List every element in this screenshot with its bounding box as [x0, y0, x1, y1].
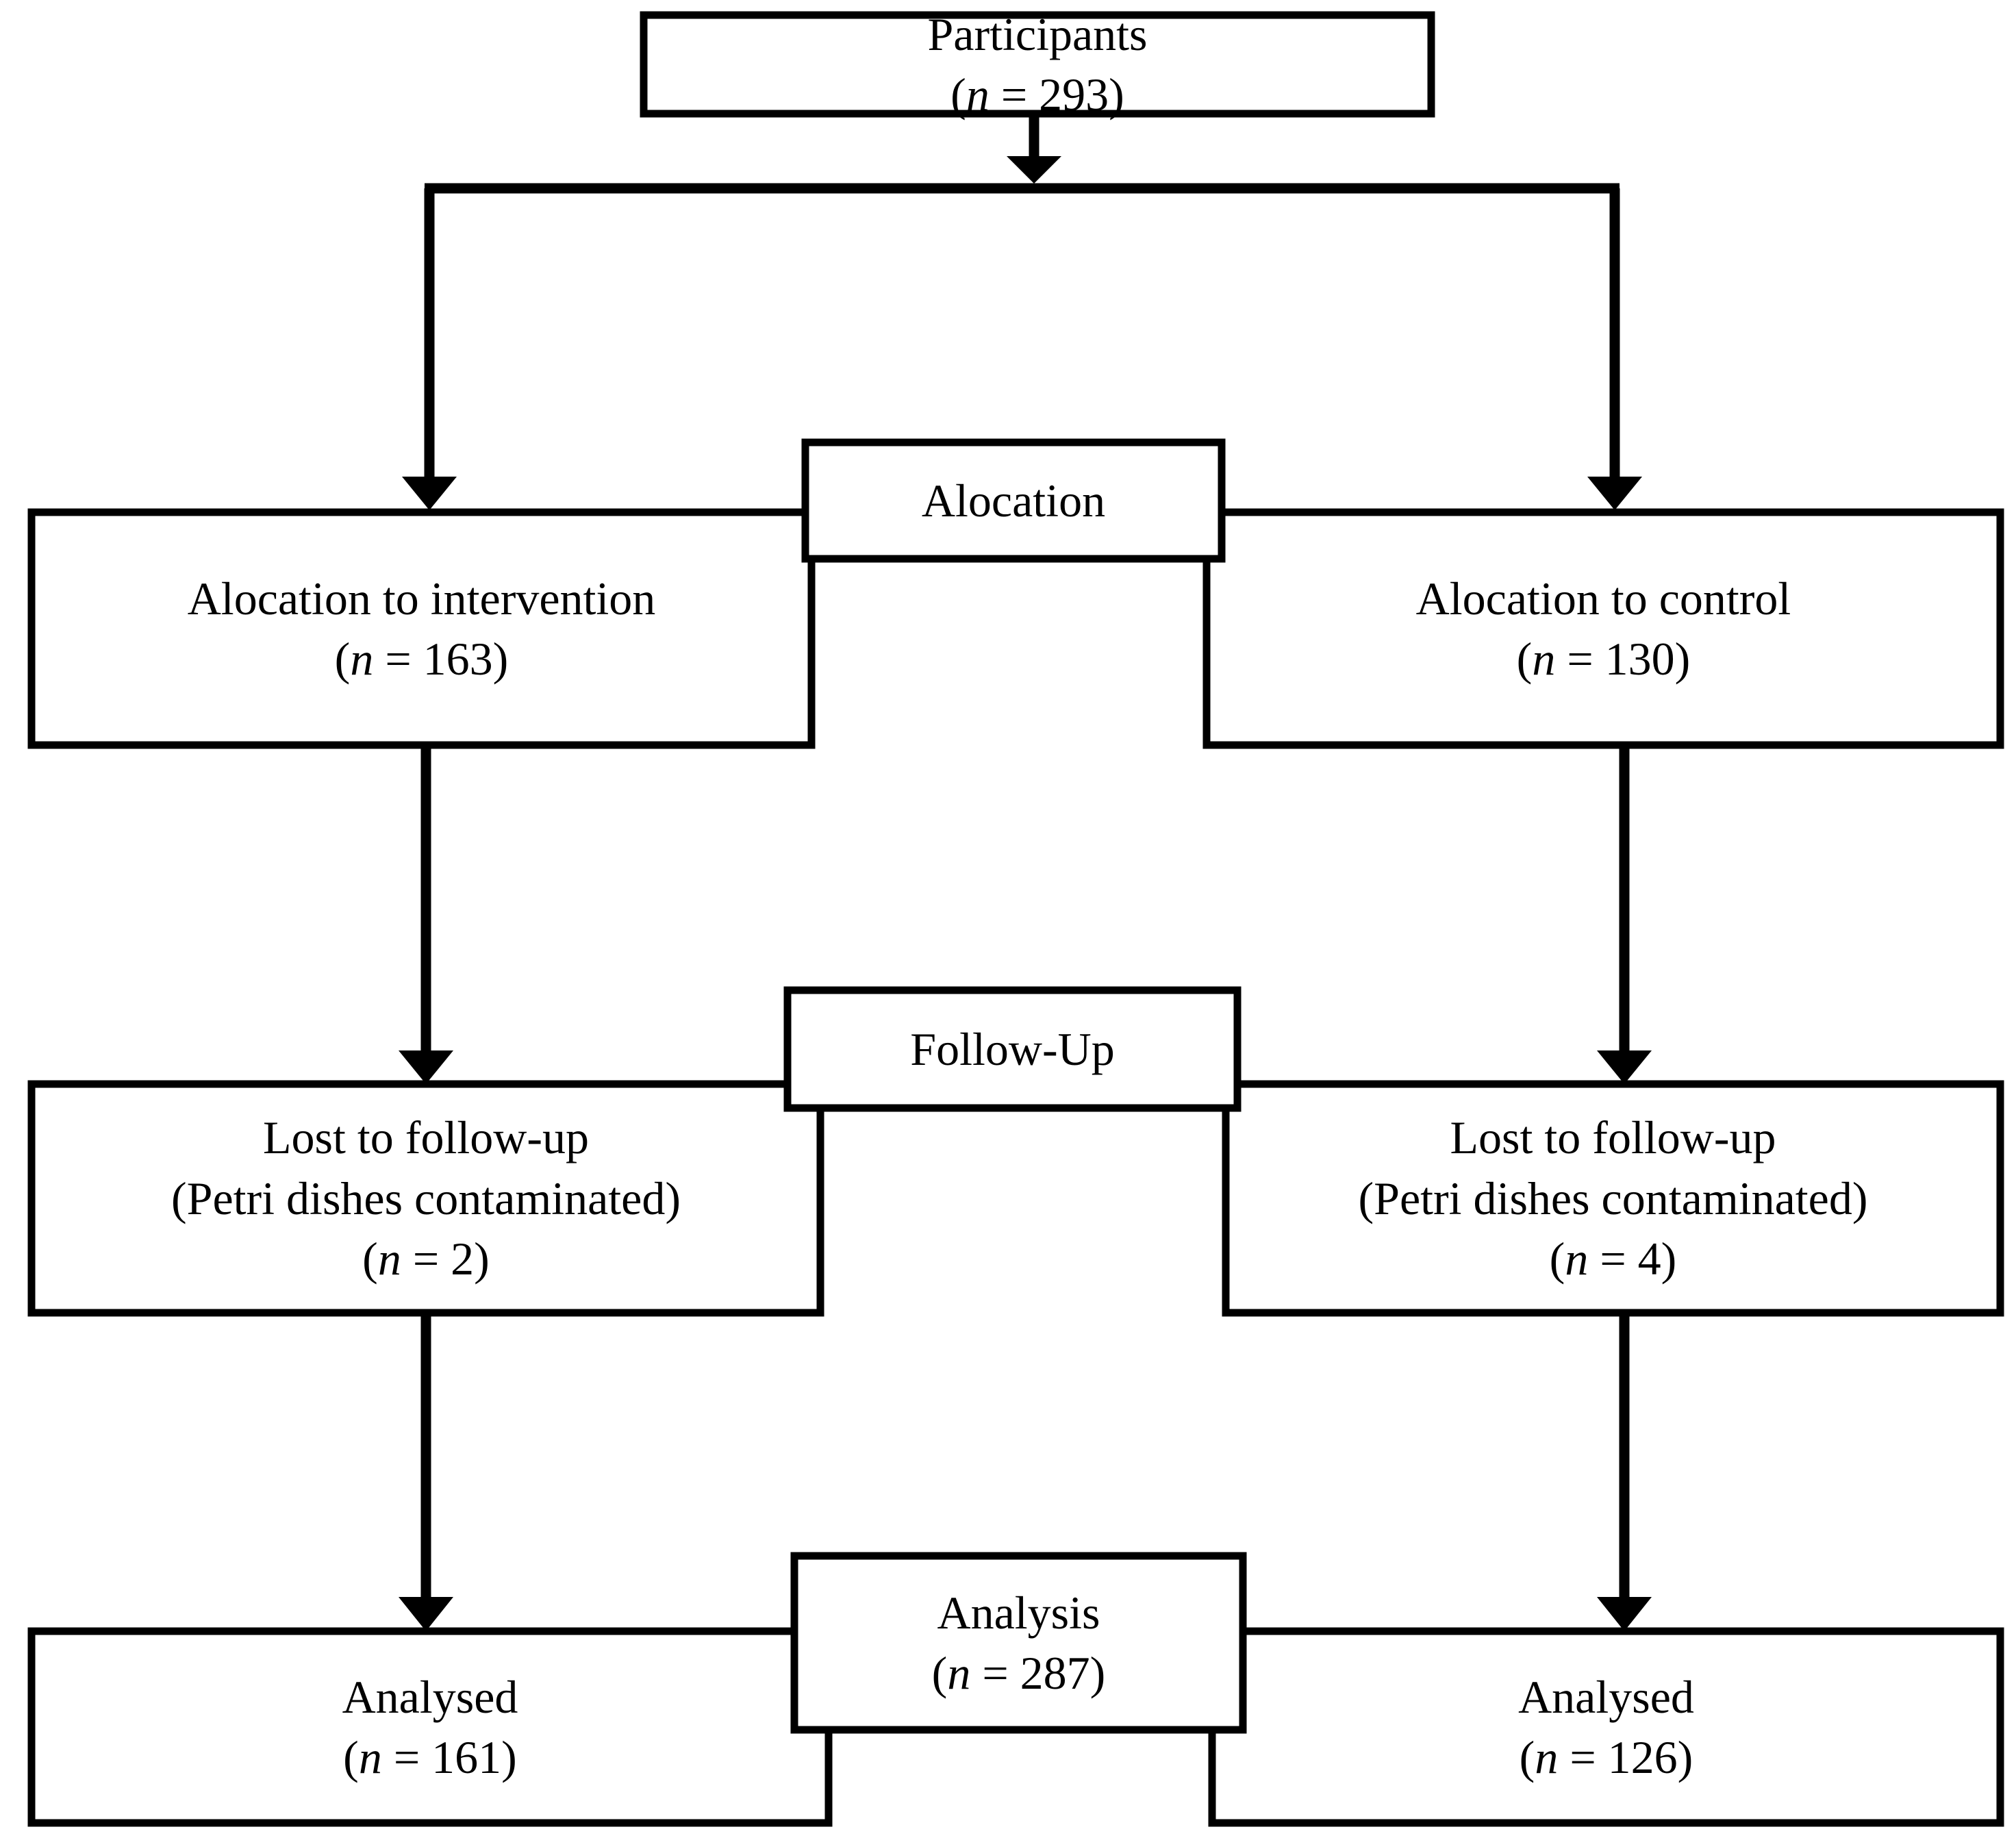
node-analysed-control [1208, 1627, 2004, 1827]
node-lost-control [1222, 1080, 2004, 1317]
arrowhead-lost-to-analysed-intervention [399, 1597, 453, 1631]
arrowhead-allocation-to-lost-intervention [399, 1050, 453, 1084]
stage-label-follow-up [783, 986, 1242, 1112]
arrowhead-allocation-to-lost-control [1597, 1050, 1652, 1084]
node-participants [640, 11, 1435, 118]
stage-label-allocation [801, 438, 1226, 563]
node-allocation-intervention [27, 508, 816, 749]
arrowhead-lost-to-analysed-control [1597, 1597, 1652, 1631]
arrowhead-bus-to-allocation-control [1587, 477, 1642, 510]
stage-label-analysis [790, 1552, 1247, 1734]
arrowhead-participants-to-bus [1007, 156, 1061, 184]
node-analysed-intervention [27, 1627, 833, 1827]
node-lost-intervention [27, 1080, 824, 1317]
arrowhead-bus-to-allocation-intervention [402, 477, 457, 510]
node-allocation-control [1202, 508, 2004, 749]
